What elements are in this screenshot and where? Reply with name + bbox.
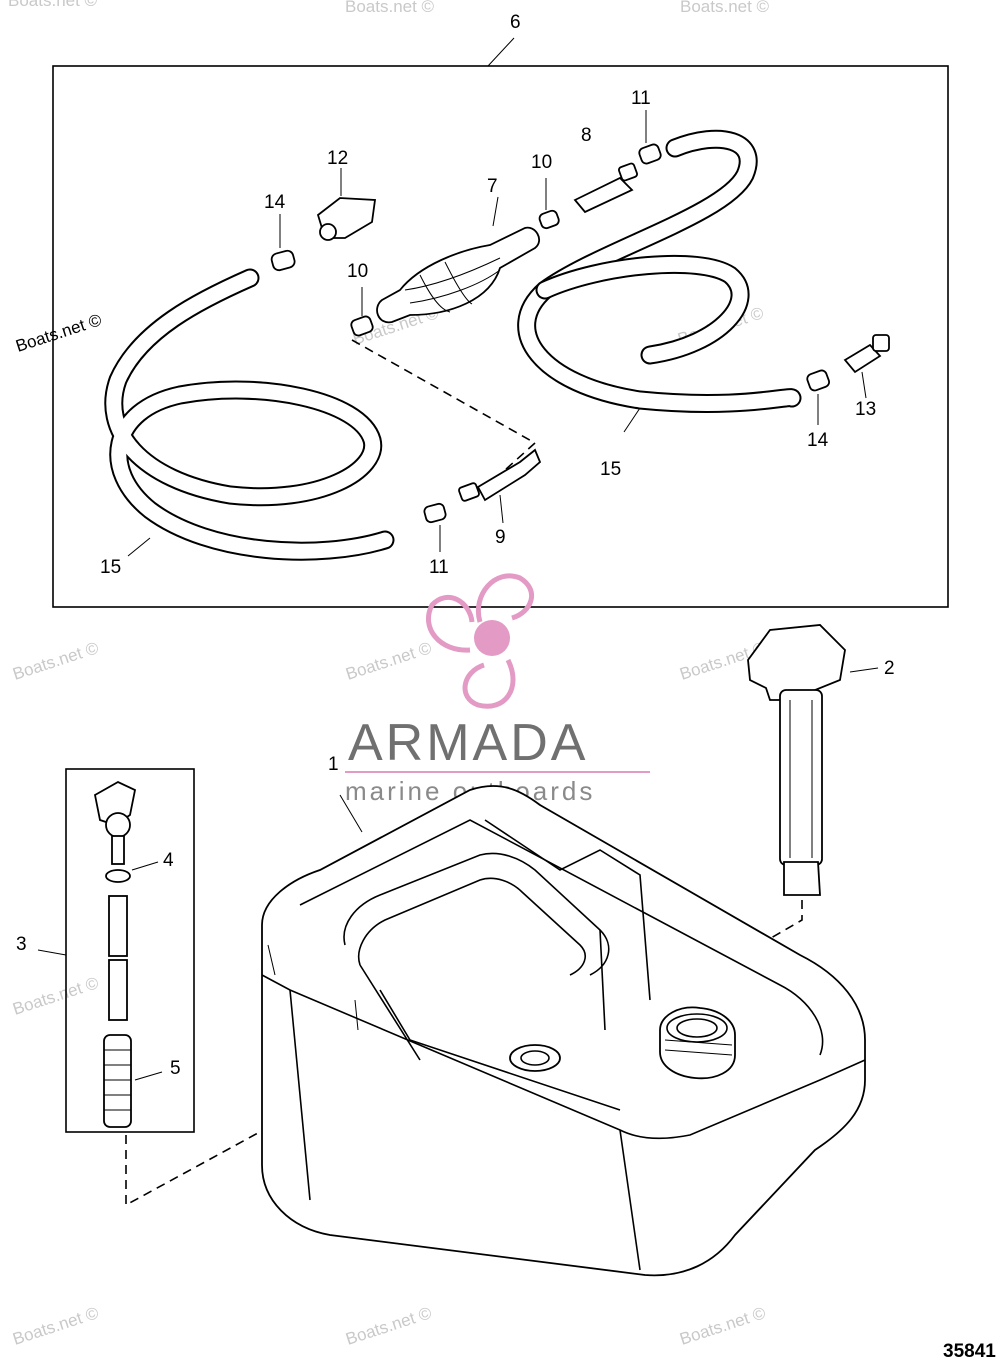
hose-fitting xyxy=(573,162,638,214)
callout-1: 1 xyxy=(328,754,339,775)
leader-line xyxy=(861,371,867,399)
pickup-tube-kit-box xyxy=(65,768,195,1133)
callout-5: 5 xyxy=(170,1058,181,1079)
callout-9: 9 xyxy=(495,527,506,548)
callout-10b: 10 xyxy=(531,152,552,173)
fuel-tank xyxy=(261,785,866,1277)
watermark: Boats.net © xyxy=(680,0,770,16)
leader-line xyxy=(37,949,67,956)
fuel-hose-right xyxy=(517,129,802,413)
armada-logo: ARMADA marine outboards xyxy=(345,573,650,806)
leader-line xyxy=(339,794,363,833)
fuel-gauge xyxy=(747,624,846,896)
callout-6: 6 xyxy=(510,12,521,33)
brand-name: ARMADA xyxy=(348,714,588,772)
leader-line xyxy=(849,667,879,673)
callout-13: 13 xyxy=(855,399,876,420)
leader-line xyxy=(134,1071,163,1081)
callout-2: 2 xyxy=(884,658,895,679)
leader-line xyxy=(131,861,159,871)
fuel-connector xyxy=(316,197,377,241)
callout-15a: 15 xyxy=(100,557,121,578)
pickup-tube-assembly xyxy=(93,780,137,1128)
callout-12: 12 xyxy=(327,148,348,169)
leader-line xyxy=(492,196,499,227)
fuel-hose-left xyxy=(104,268,395,561)
leader-line xyxy=(127,537,151,557)
propeller-icon xyxy=(425,573,534,709)
fuel-line-kit-box xyxy=(52,65,949,608)
callout-4: 4 xyxy=(163,850,174,871)
callout-3: 3 xyxy=(16,934,27,955)
watermark: Boats.net © xyxy=(343,638,434,684)
hose-clamp xyxy=(806,369,830,392)
callout-15b: 15 xyxy=(600,459,621,480)
watermark: Boats.net © xyxy=(10,638,101,684)
tank-fitting xyxy=(458,448,542,502)
leader-line xyxy=(623,407,641,433)
callout-8: 8 xyxy=(581,125,592,146)
watermark: Boats.net © xyxy=(345,0,435,16)
watermark: Boats.net © xyxy=(343,1303,434,1349)
primer-bulb xyxy=(376,226,540,324)
watermark: Boats.net © xyxy=(10,973,101,1019)
leader-line xyxy=(487,37,515,67)
watermark: Boats.net © xyxy=(8,0,98,10)
callout-11b: 11 xyxy=(429,557,449,578)
watermark-dark: Boats.net © xyxy=(13,310,104,356)
callout-14b: 14 xyxy=(807,430,829,451)
hose-clamp xyxy=(638,143,662,165)
engine-fitting xyxy=(843,334,890,374)
hose-clamp xyxy=(350,209,560,337)
hose-clamp xyxy=(423,502,447,524)
leader-line xyxy=(499,494,504,524)
callout-7: 7 xyxy=(487,176,498,197)
callout-10a: 10 xyxy=(347,261,368,282)
watermark: Boats.net © xyxy=(677,1303,768,1349)
watermark: Boats.net © xyxy=(10,1303,101,1349)
hose-clamp xyxy=(270,249,296,272)
callout-14a: 14 xyxy=(264,192,286,213)
callout-11a: 11 xyxy=(631,88,651,109)
figure-number: 35841 xyxy=(943,1341,996,1362)
